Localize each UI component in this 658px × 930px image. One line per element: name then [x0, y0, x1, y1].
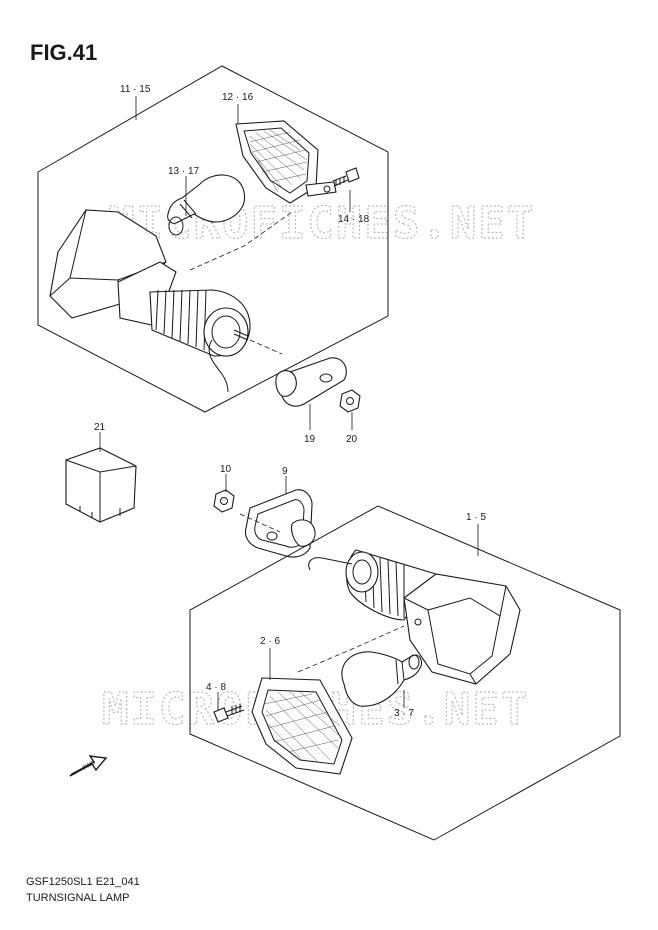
label-4-8: 4 · 8	[206, 682, 226, 693]
gasket-9	[239, 489, 316, 558]
label-2-6: 2 · 6	[260, 636, 280, 647]
label-10: 10	[220, 464, 232, 475]
upper-lens	[235, 120, 337, 204]
label-12-16: 12 · 16	[222, 92, 254, 103]
part-labels: 11 · 15 12 · 16 13 · 17 14 · 18 19 20 21…	[94, 84, 486, 719]
upper-housing	[49, 209, 251, 393]
leader-lines	[99, 96, 479, 710]
figure-code: GSF1250SL1 E21_041	[26, 876, 140, 888]
figure-name: TURNSIGNAL LAMP	[26, 892, 130, 904]
upper-dash-2	[249, 339, 283, 355]
nut-20	[339, 389, 361, 413]
upper-screw	[332, 167, 360, 187]
label-14-18: 14 · 18	[338, 214, 370, 225]
fwd-arrow-icon: FWD	[69, 755, 108, 777]
lower-bulb	[341, 651, 423, 707]
upper-dash-1	[189, 211, 293, 271]
lower-assembly-group	[189, 505, 621, 841]
gasket-19	[275, 357, 347, 407]
upper-assembly-group	[37, 65, 389, 413]
label-13-17: 13 · 17	[168, 166, 200, 177]
label-3-7: 3 · 7	[394, 708, 414, 719]
relay-21	[65, 447, 137, 523]
lower-lens	[251, 677, 353, 775]
figure-title: FIG.41	[30, 40, 98, 65]
label-19: 19	[304, 434, 316, 445]
lower-screw	[213, 704, 245, 723]
upper-assembly-frame	[37, 65, 389, 413]
label-11-15: 11 · 15	[120, 84, 151, 95]
label-21: 21	[94, 422, 106, 433]
nut-10	[213, 489, 235, 513]
lower-assembly-frame	[189, 505, 621, 841]
lower-housing	[308, 549, 521, 685]
label-20: 20	[346, 434, 358, 445]
label-1-5: 1 · 5	[466, 512, 486, 523]
label-9: 9	[282, 466, 288, 477]
lower-dash-1	[297, 625, 405, 673]
upper-bulb	[167, 174, 246, 236]
